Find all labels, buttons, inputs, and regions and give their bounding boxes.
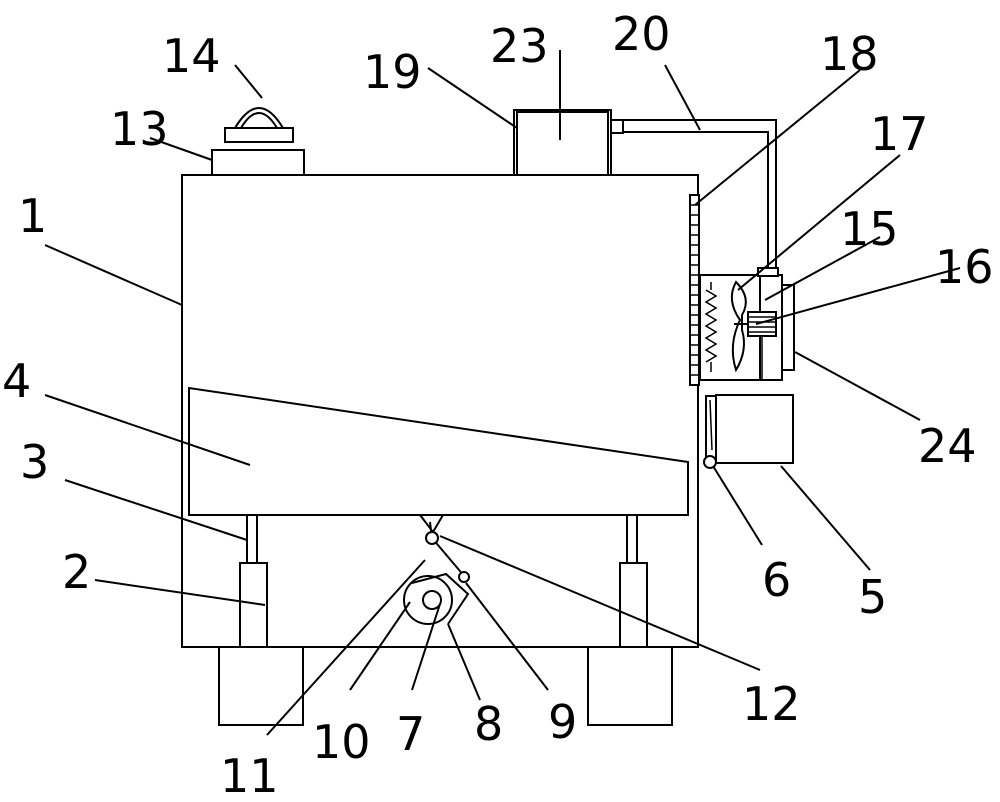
pivot-top [425, 531, 439, 545]
pivot-right [458, 571, 470, 583]
fan-top-cap [757, 267, 779, 277]
fan-cover [781, 284, 795, 371]
label-8: 8 [474, 697, 503, 751]
label-1: 1 [18, 189, 47, 243]
inlet-cap [224, 127, 294, 143]
left-foot [218, 646, 304, 726]
vent-slats [690, 204, 699, 376]
lifting-handle [234, 107, 284, 129]
label-23: 23 [490, 19, 549, 73]
right-foot [587, 646, 673, 726]
inlet-base [211, 149, 305, 176]
inclined-screen [188, 386, 689, 516]
label-14: 14 [162, 29, 221, 83]
right-rod [626, 514, 638, 564]
fan-blade [730, 280, 747, 373]
label-2: 2 [62, 545, 91, 599]
label-6: 6 [762, 553, 791, 607]
label-16: 16 [935, 240, 994, 294]
screen-lug [417, 514, 445, 534]
leader-lines [44, 50, 961, 736]
label-15: 15 [840, 202, 899, 256]
label-7: 7 [396, 707, 425, 761]
control-box-outer [513, 109, 612, 176]
label-10: 10 [312, 715, 371, 769]
label-3: 3 [20, 435, 49, 489]
label-18: 18 [820, 27, 879, 81]
label-9: 9 [548, 695, 577, 749]
label-5: 5 [858, 570, 887, 624]
label-17: 17 [870, 107, 929, 161]
discharge-chute [715, 394, 794, 464]
cam-hub [422, 590, 442, 610]
label-4: 4 [2, 354, 31, 408]
spring [704, 289, 718, 363]
right-cylinder [619, 562, 648, 648]
link-rod [431, 537, 466, 578]
label-20: 20 [612, 7, 671, 61]
control-box [516, 111, 609, 176]
label-11: 11 [220, 749, 279, 802]
label-19: 19 [363, 45, 422, 99]
vent-strip [689, 194, 700, 386]
label-13: 13 [110, 102, 169, 156]
label-24: 24 [918, 419, 977, 473]
label-12: 12 [742, 677, 801, 731]
lifting-handle-inner [240, 112, 278, 129]
flap-detail [709, 399, 713, 451]
cam-arm [411, 572, 470, 625]
pipe [623, 119, 777, 272]
left-rod [246, 514, 258, 564]
pipe-connector [610, 119, 624, 134]
